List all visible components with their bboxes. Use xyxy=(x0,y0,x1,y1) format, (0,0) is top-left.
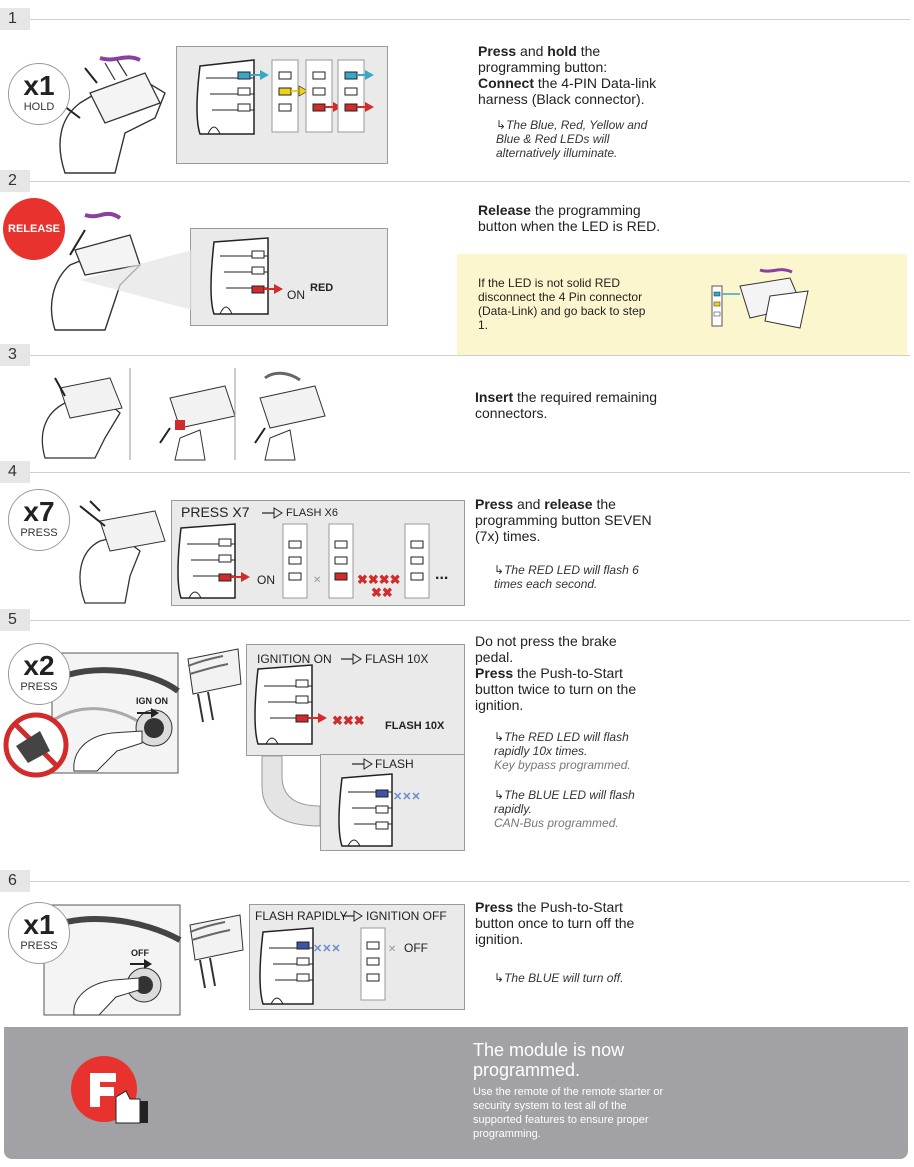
hand-press-illustration xyxy=(79,500,166,604)
x2-press-badge: x2 PRESS xyxy=(8,643,70,705)
panel-flash-label: IGNITION OFF xyxy=(366,909,447,923)
panel-flash-label: FLASH 10X xyxy=(365,652,429,666)
panel-title: IGNITION ON xyxy=(257,652,332,666)
arrow-return-icon: ↳ xyxy=(496,118,507,132)
flash-blue-diagram: ✕✕✕ xyxy=(338,773,421,847)
x1-hold-badge: x1 HOLD xyxy=(8,63,70,125)
step-number: 6 xyxy=(0,870,30,892)
flash-x6-diagram: ✕ ✖✖✖✖ ✖✖ xyxy=(177,523,430,600)
arrow-right-icon xyxy=(352,758,373,770)
svg-text:✕: ✕ xyxy=(313,575,321,586)
push-to-start-illustration xyxy=(3,652,180,778)
panel-title: FLASH RAPIDLY xyxy=(255,909,348,923)
led-off-label: OFF xyxy=(404,941,428,955)
step-5-instruction: Do not press the brake pedal. Press the … xyxy=(475,633,637,713)
module-illustration xyxy=(189,914,244,989)
step-4-note: ↳The RED LED will flash 6 times each sec… xyxy=(494,563,639,591)
led-red-label: RED xyxy=(310,282,334,294)
svg-text:✕✕✕: ✕✕✕ xyxy=(393,791,421,803)
panel-title: PRESS X7 xyxy=(181,504,250,520)
release-badge: RELEASE xyxy=(3,198,65,260)
tip-text: If the LED is not solid RED disconnect t… xyxy=(478,276,646,332)
step-number: 4 xyxy=(0,461,30,483)
ignition-off-diagram: ✕✕✕ ✕ xyxy=(259,927,396,1005)
step-5-note-2: ↳The BLUE LED will flash rapidly. CAN-Bu… xyxy=(494,788,635,830)
step-number: 5 xyxy=(0,609,30,631)
arrow-return-icon: ↳ xyxy=(494,788,505,802)
module-illustration xyxy=(187,648,242,723)
step-6-note: ↳The BLUE will turn off. xyxy=(494,971,624,985)
led-on-label: ON xyxy=(257,573,275,587)
x1-press-badge: x1 PRESS xyxy=(8,902,70,964)
svg-text:✖✖✖✖: ✖✖✖✖ xyxy=(357,572,401,587)
arrow-right-icon xyxy=(262,507,283,519)
arrow-right-icon xyxy=(137,708,159,718)
flash-10x-diagram: ✖✖✖ xyxy=(254,664,365,745)
step-number: 1 xyxy=(0,8,30,30)
svg-text:✖✖✖: ✖✖✖ xyxy=(332,713,365,728)
svg-text:✕✕✕: ✕✕✕ xyxy=(313,943,341,955)
off-label: OFF xyxy=(131,948,149,958)
thumbs-up-logo-icon xyxy=(70,1055,150,1125)
arrow-right-icon xyxy=(341,653,362,665)
step-4-instruction: Press and release the programming button… xyxy=(475,496,652,544)
svg-text:✖✖: ✖✖ xyxy=(371,585,393,600)
ellipsis: ... xyxy=(435,566,449,583)
completion-title: The module is now programmed. xyxy=(473,1040,625,1080)
completion-body: Use the remote of the remote starter or … xyxy=(473,1086,664,1140)
step-2-instruction: Release the programming button when the … xyxy=(478,202,661,234)
step-1-note: ↳The Blue, Red, Yellow and Blue & Red LE… xyxy=(496,118,648,160)
arrow-return-icon: ↳ xyxy=(494,730,505,744)
arrow-return-icon: ↳ xyxy=(494,563,505,577)
panel-flash-label: FLASH X6 xyxy=(286,507,338,519)
insert-connectors-illustration xyxy=(41,368,326,461)
led-on-label: ON xyxy=(287,288,305,302)
arrow-return-icon: ↳ xyxy=(494,971,505,985)
arrow-right-icon xyxy=(130,959,152,969)
panel-sub-title: FLASH xyxy=(375,757,414,771)
step-6-instruction: Press the Push-to-Start button once to t… xyxy=(475,899,635,947)
step-number: 3 xyxy=(0,344,30,366)
arrow-right-icon xyxy=(342,910,363,922)
svg-text:✕: ✕ xyxy=(388,944,396,955)
led-red-diagram xyxy=(210,237,283,315)
hand-module-illustration xyxy=(59,55,166,174)
x7-press-badge: x7 PRESS xyxy=(8,489,70,551)
step-number: 2 xyxy=(0,170,30,192)
completion-banner: The module is now programmed. Use the re… xyxy=(4,1027,908,1159)
led-sequence-diagram xyxy=(196,59,374,135)
step-3-instruction: Insert the required remaining connectors… xyxy=(475,389,658,421)
tip-box xyxy=(457,254,907,356)
ign-on-label: IGN ON xyxy=(136,696,169,706)
step-1-instruction: Press and hold the programming button: C… xyxy=(478,43,657,107)
hand-release-illustration xyxy=(50,211,141,331)
tip-hand-illustration xyxy=(711,268,809,329)
flash-10x-label: FLASH 10X xyxy=(385,720,445,732)
step-5-note-1: ↳The RED LED will flash rapidly 10x time… xyxy=(494,730,631,772)
